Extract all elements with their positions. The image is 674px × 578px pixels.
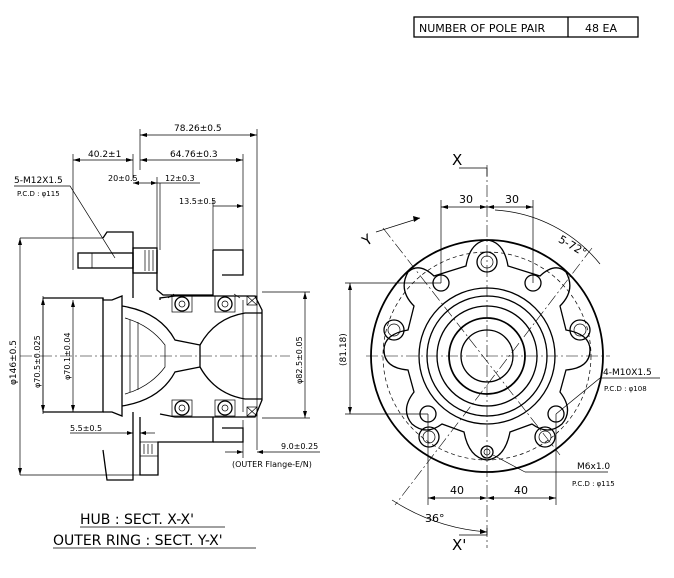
pole-pair-value: 48 EA [585,22,617,35]
m10-label: 4-M10X1.5 [603,368,652,378]
outer-flange-note: (OUTER Flange-E/N) [232,460,312,469]
angle-72: 5-72° [556,233,589,259]
flange-front-view: X X' Y [339,151,660,554]
dia-701: φ70.1±0.04 [63,332,72,380]
pole-pair-label: NUMBER OF POLE PAIR [419,22,545,35]
m6-pcd: P.C.D : φ115 [572,480,615,488]
section-label-xp: X' [452,536,466,554]
dim-40: 40.2±1 [88,150,121,160]
dim-overall: 78.26±0.5 [174,124,222,134]
dim-20: 20±0.5 [108,174,138,183]
dim-9: 9.0±0.25 [281,442,318,451]
hub-section-view: 78.26±0.5 40.2±1 64.76±0.3 20±0.5 12±0.3… [9,124,320,481]
section-label-y: Y [359,231,376,250]
captions: HUB : SECT. X-X' OUTER RING : SECT. Y-X' [53,512,256,549]
caption-hub: HUB : SECT. X-X' [80,512,194,528]
dim-55: 5.5±0.5 [70,424,102,433]
dim-40-right: 40 [514,484,528,497]
pole-pair-table: NUMBER OF POLE PAIR 48 EA [413,16,639,38]
section-label-x: X [452,151,462,169]
dim-40-left: 40 [450,484,464,497]
dim-30-left: 30 [459,193,473,206]
dim-12: 12±0.3 [165,174,195,183]
dim-30-right: 30 [505,193,519,206]
dia-146: φ146±0.5 [9,340,19,385]
bolt-label: 5-M12X1.5 [14,176,63,186]
angle-36: 36° [425,512,445,525]
caption-outer-ring: OUTER RING : SECT. Y-X' [53,533,223,549]
dia-705: φ70.5±0.025 [33,335,42,388]
dim-6476: 64.76±0.3 [170,150,218,160]
dia-825: φ82.5±0.05 [295,336,304,384]
m10-pcd: P.C.D : φ108 [604,385,647,393]
m6-label: M6x1.0 [577,462,610,472]
dim-135: 13.5±0.5 [179,197,216,206]
dim-8118: (81.18) [339,333,349,366]
bolt-pcd: P.C.D : φ115 [17,190,60,198]
